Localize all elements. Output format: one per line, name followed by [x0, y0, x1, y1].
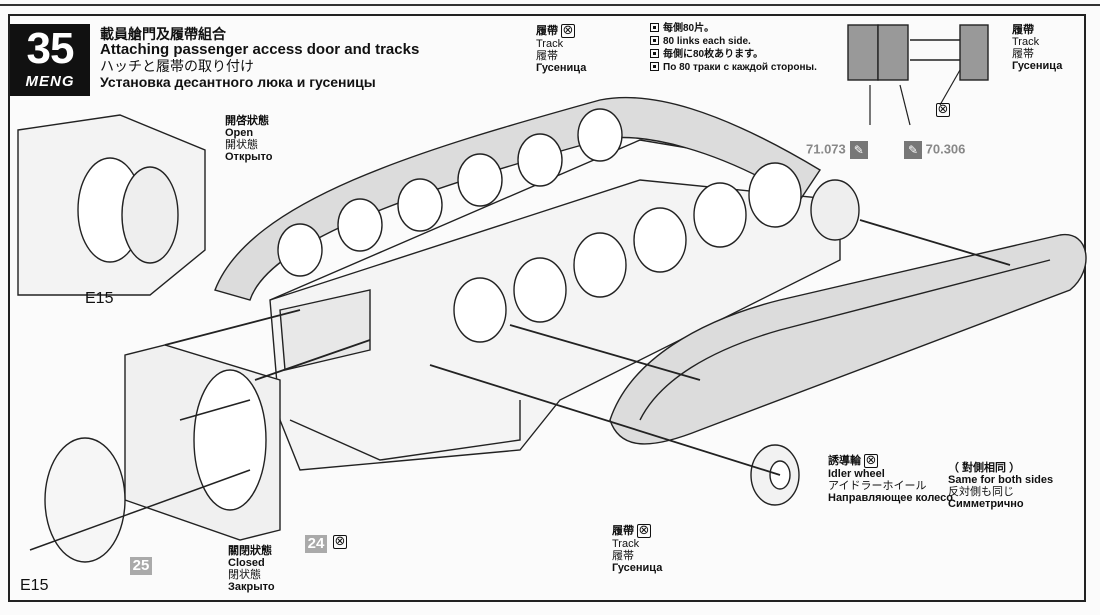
track-upper — [214, 96, 821, 301]
track-right-zh: 履帶 — [1012, 24, 1034, 36]
track-right-ja: 履帯 — [1012, 48, 1034, 60]
bullet-icon — [650, 49, 659, 58]
closed-ru: Закрыто — [228, 581, 275, 593]
no-glue-icon — [936, 101, 950, 117]
title-en: Attaching passenger access door and trac… — [100, 41, 420, 58]
idler-wheel-label: 誘導輪 Idler wheel アイドラーホイール Направляющее к… — [828, 452, 953, 504]
closed-state-label: 關閉狀態 Closed 閉状態 Закрыто — [228, 545, 275, 593]
open-ru: Открыто — [225, 151, 273, 163]
road-wheels-lower — [453, 162, 860, 343]
step-title: 載員艙門及履帶組合 Attaching passenger access doo… — [100, 26, 419, 90]
closed-zh: 關閉狀態 — [228, 545, 272, 557]
part-24-no-glue — [330, 533, 347, 549]
closed-ja: 閉状態 — [228, 569, 261, 581]
page-frame — [8, 14, 1086, 602]
hull-hatch-frame — [279, 289, 371, 371]
road-wheels-upper — [277, 108, 623, 277]
track-right-ru: Гусеница — [1012, 60, 1063, 72]
idler-en: Idler wheel — [828, 468, 885, 480]
part-24: 24 — [305, 535, 327, 553]
step-badge: 35 MENG — [10, 24, 90, 96]
bullet-icon — [650, 62, 659, 71]
idler-ru: Направляющее колесо — [828, 492, 953, 504]
track-label-right: 履帶 Track 履帯 Гусеница — [1012, 24, 1062, 72]
part-e15-top: E15 — [85, 290, 114, 307]
bullet-icon — [650, 23, 659, 32]
track-bottom-en: Track — [612, 538, 640, 550]
both-sides-ja: 反対側も同じ — [948, 486, 1014, 498]
link-count-note: 每側80片。 80 links each side. 毎側に80枚あります。 П… — [650, 22, 817, 74]
track-right — [609, 234, 1087, 445]
track-top-ja: 履帯 — [536, 50, 558, 62]
track-right-en: Track — [1012, 36, 1040, 48]
part-25: 25 — [130, 557, 152, 575]
track-top-en: Track — [536, 38, 564, 50]
track-link-inset — [847, 24, 989, 126]
both-sides-en: Same for both sides — [948, 474, 1054, 486]
open-state-label: 開啓狀態 Open 開状態 Открыто — [225, 115, 273, 163]
both-sides-ru: Симметрично — [948, 498, 1024, 510]
paint-code-text: 70.306 — [925, 141, 966, 157]
brush-icon: ✎ — [904, 141, 922, 159]
inset-no-glue — [933, 101, 950, 117]
top-rule — [0, 4, 1100, 6]
open-zh: 開啓狀態 — [225, 115, 269, 127]
no-glue-icon — [864, 452, 878, 468]
track-bottom-zh: 履帶 — [612, 524, 634, 537]
closed-en: Closed — [228, 557, 265, 569]
brand-logo: MENG — [25, 73, 75, 90]
hull-lower-box — [289, 400, 521, 461]
no-glue-icon — [333, 533, 347, 549]
title-zh: 載員艙門及履帶組合 — [100, 26, 226, 42]
track-top-zh: 履帶 — [536, 24, 558, 37]
note-zh: 每側80片。 — [663, 23, 715, 34]
no-glue-icon — [561, 22, 575, 38]
idler-zh: 誘導輪 — [828, 454, 861, 467]
title-ja: ハッチと履帯の取り付け — [100, 58, 254, 74]
paint-code-text: 71.073 — [806, 141, 846, 157]
step-number: 35 — [26, 24, 75, 73]
track-top-ru: Гусеница — [536, 62, 587, 74]
no-glue-icon — [637, 522, 651, 538]
idler-ja: アイドラーホイール — [828, 480, 927, 492]
bullet-icon — [650, 36, 659, 45]
open-ja: 開状態 — [225, 139, 258, 151]
note-ru: По 80 траки с каждой стороны. — [663, 62, 817, 73]
both-sides-zh: （ 對側相同 ） — [948, 462, 1021, 474]
hatch-cover-drawing — [44, 437, 126, 563]
open-en: Open — [225, 127, 254, 139]
paint-code-2: ✎ 70.306 — [900, 141, 965, 159]
track-label-bottom: 履帶 Track 履帯 Гусеница — [612, 522, 663, 574]
note-en: 80 links each side. — [663, 36, 751, 47]
both-sides-label: （ 對側相同 ） Same for both sides 反対側も同じ Симм… — [948, 462, 1053, 510]
title-ru: Установка десантного люка и гусеницы — [100, 74, 376, 90]
part-e15-bottom: E15 — [20, 577, 49, 594]
track-bottom-ja: 履帯 — [612, 550, 634, 562]
paint-code-1: 71.073✎ — [806, 141, 868, 159]
track-bottom-ru: Гусеница — [612, 562, 663, 574]
brush-icon: ✎ — [849, 141, 868, 159]
track-label-top: 履帶 Track 履帯 Гусеница — [536, 22, 587, 74]
note-ja: 毎側に80枚あります。 — [663, 49, 764, 60]
